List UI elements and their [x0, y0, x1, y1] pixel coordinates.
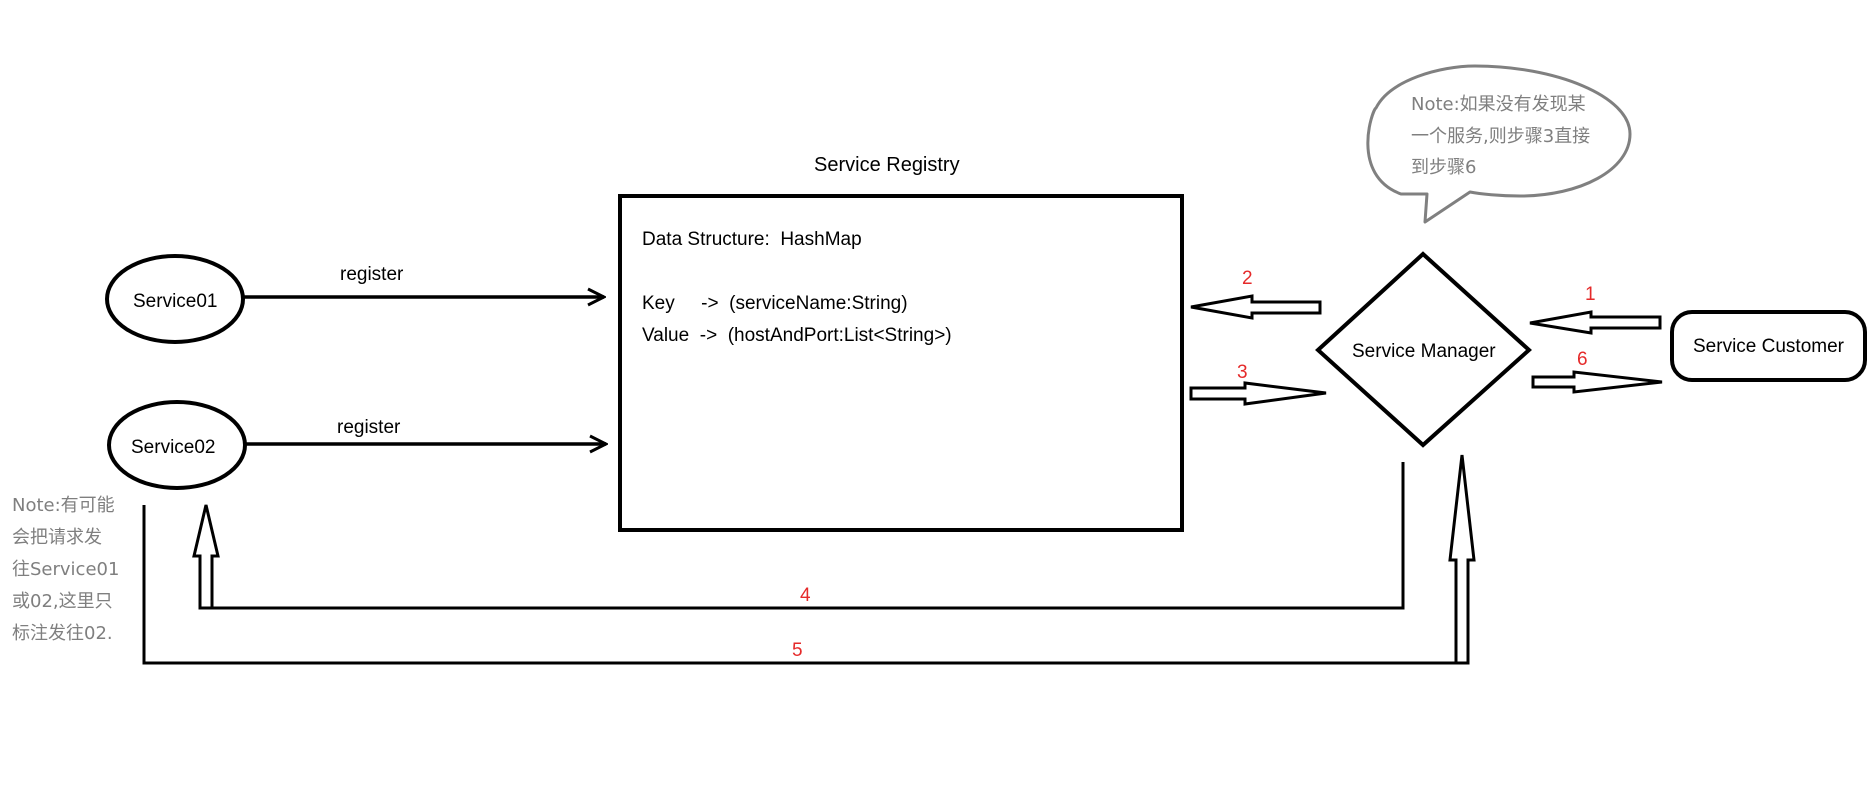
registry-title: Service Registry — [814, 154, 960, 176]
note-bubble-line-3: 到步骤6 — [1411, 157, 1476, 178]
step6-number: 6 — [1577, 349, 1588, 370]
step4-number: 4 — [800, 585, 811, 606]
step3-arrow — [1189, 381, 1327, 406]
step5-arrowhead — [1448, 454, 1476, 665]
step1-number: 1 — [1585, 284, 1596, 305]
service-registry-box — [618, 194, 1184, 532]
step5-line — [142, 505, 1456, 665]
note-left-line-3: 往Service01 — [12, 559, 119, 580]
service-manager-node — [1315, 251, 1532, 448]
register-label-service01: register — [340, 264, 404, 285]
step6-arrow — [1531, 370, 1663, 394]
service01-node — [105, 254, 245, 344]
service-customer-node — [1670, 310, 1867, 382]
step1-arrow — [1529, 310, 1662, 335]
note-left-line-4: 或02,这里只 — [12, 591, 113, 612]
step2-number: 2 — [1242, 268, 1253, 289]
step4-line — [200, 462, 1405, 610]
note-bubble-line-2: 一个服务,则步骤3直接 — [1411, 126, 1590, 147]
note-left-line-2: 会把请求发 — [12, 527, 102, 548]
note-left-line-1: Note:有可能 — [12, 495, 115, 516]
service-customer-label: Service Customer — [1693, 336, 1845, 357]
register-label-service02: register — [337, 417, 401, 438]
step5-number: 5 — [792, 640, 803, 661]
note-bubble-line-1: Note:如果没有发现某 — [1411, 94, 1586, 115]
step3-number: 3 — [1237, 362, 1248, 383]
note-left-line-5: 标注发往02. — [12, 623, 113, 644]
note-speech-bubble — [1366, 64, 1632, 224]
service02-label: Service02 — [131, 437, 216, 458]
registry-line-key: Key -> (serviceName:String) — [642, 293, 908, 314]
registry-line-data-structure: Data Structure: HashMap — [642, 229, 862, 250]
step4-arrowhead — [192, 504, 220, 610]
service02-node — [107, 400, 247, 490]
service01-label: Service01 — [133, 291, 218, 312]
step2-arrow — [1190, 294, 1322, 320]
service-manager-label: Service Manager — [1352, 341, 1496, 362]
registry-line-value: Value -> (hostAndPort:List<String>) — [642, 325, 952, 346]
